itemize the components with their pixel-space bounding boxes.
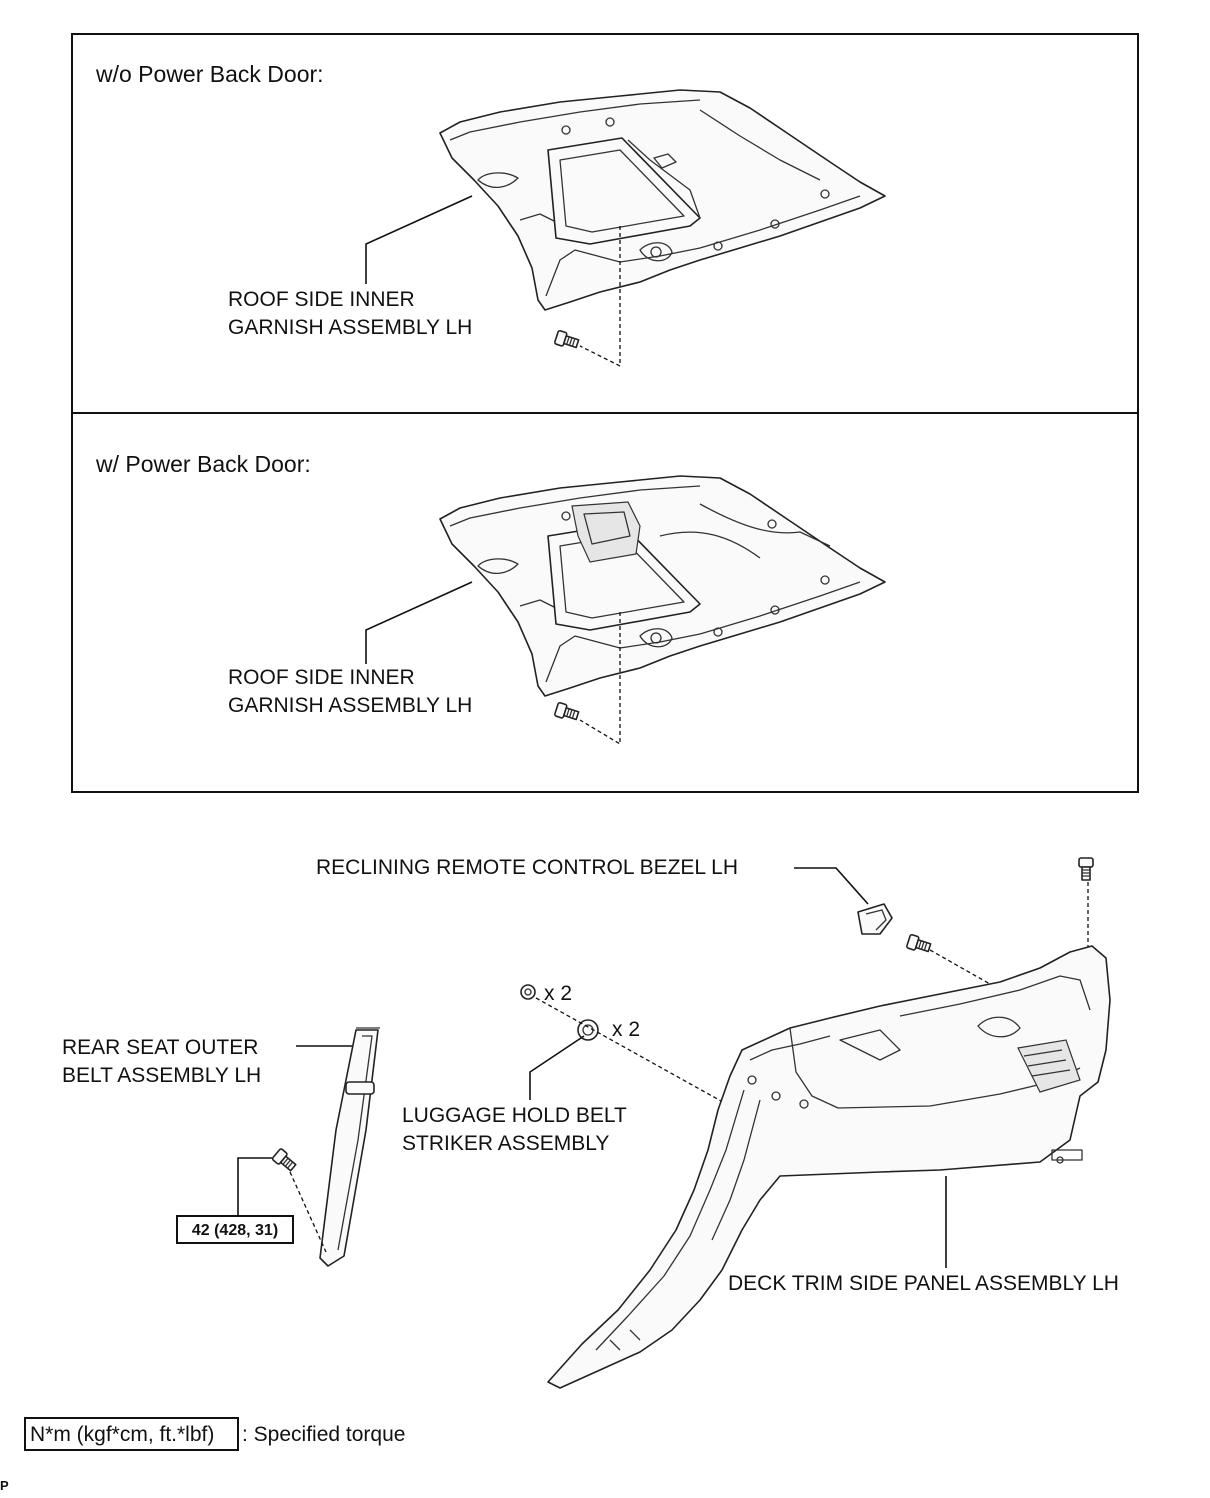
clip-1 [553, 329, 581, 352]
bezel-detail [865, 909, 887, 931]
belt-label-line1: REAR SEAT OUTER [62, 1036, 258, 1059]
legend-unit-box [24, 1417, 239, 1451]
garnish-part-2 [439, 475, 886, 697]
leader-bezel [794, 867, 869, 905]
reclining-bezel-label: RECLINING REMOTE CONTROL BEZEL LH [316, 856, 738, 879]
bezel-part [857, 903, 893, 935]
garnish-label-2-line2: GARNISH ASSEMBLY LH [228, 694, 472, 717]
panel-with-power-door: w/ Power Back Door: ROOF SIDE INNER GARN… [95, 451, 886, 746]
bezel-screw-path [929, 949, 991, 985]
bezel-screw [905, 933, 933, 956]
panel-1-heading: w/o Power Back Door: [95, 61, 324, 87]
legend-description: : Specified torque [242, 1423, 405, 1446]
leader-striker [529, 1035, 585, 1100]
belt-part [319, 1027, 380, 1267]
torque-legend: N*m (kgf*cm, ft.*lbf) : Specified torque [24, 1417, 405, 1451]
clip-2-path [579, 612, 621, 746]
panel-without-power-door: w/o Power Back Door: ROOF SIDE INNER GAR… [95, 61, 886, 368]
top-clip [1078, 857, 1094, 881]
clip-2 [553, 701, 581, 724]
panel-2-heading: w/ Power Back Door: [95, 451, 311, 477]
garnish-label-1-line1: ROOF SIDE INNER [228, 288, 415, 311]
striker-qty: x 2 [612, 1018, 640, 1041]
footer-mark: P [0, 1478, 9, 1493]
bolt-qty: x 2 [544, 982, 572, 1005]
striker-label-line2: STRIKER ASSEMBLY [402, 1132, 609, 1155]
leader-garnish-1 [365, 195, 473, 284]
garnish-label-1-line2: GARNISH ASSEMBLY LH [228, 316, 472, 339]
belt-label-line2: BELT ASSEMBLY LH [62, 1064, 261, 1087]
legend-unit-text: N*m (kgf*cm, ft.*lbf) [30, 1423, 214, 1446]
garnish-label-2-line1: ROOF SIDE INNER [228, 666, 415, 689]
torque-value: 42 (428, 31) [192, 1222, 278, 1239]
torque-box [176, 1215, 294, 1244]
deck-trim-panel [547, 945, 1111, 1389]
anchor-bolt [271, 1147, 299, 1174]
striker-label-line1: LUGGAGE HOLD BELT [402, 1104, 627, 1127]
lower-assembly: RECLINING REMOTE CONTROL BEZEL LH x 2 x … [62, 856, 1119, 1389]
leader-garnish-2 [365, 581, 473, 664]
leader-torque [237, 1157, 272, 1216]
garnish-part-1 [439, 89, 886, 311]
bolt-x2 [520, 984, 536, 1000]
bolt-path [535, 997, 731, 1107]
deck-trim-label: DECK TRIM SIDE PANEL ASSEMBLY LH [728, 1272, 1119, 1295]
clip-1-path [579, 226, 621, 368]
anchor-bolt-path [289, 1171, 327, 1253]
